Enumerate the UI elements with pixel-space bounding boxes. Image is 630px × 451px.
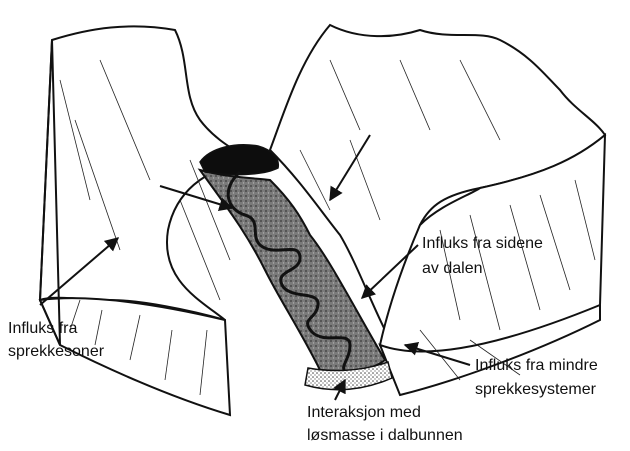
label-interaction-line1: Interaksjon med: [307, 404, 421, 421]
label-left-influx-line2: sprekkesoner: [8, 343, 105, 360]
label-minor-influx-line1: Influks fra mindre: [475, 357, 598, 374]
label-side-influx-line2: av dalen: [422, 260, 483, 277]
label-interaction-line2: løsmasse i dalbunnen: [307, 427, 463, 444]
label-left-influx-line1: Influks fra: [8, 320, 77, 337]
label-side-influx-line1: Influks fra sidene: [422, 235, 543, 252]
label-minor-influx-line2: sprekkesystemer: [475, 381, 597, 398]
